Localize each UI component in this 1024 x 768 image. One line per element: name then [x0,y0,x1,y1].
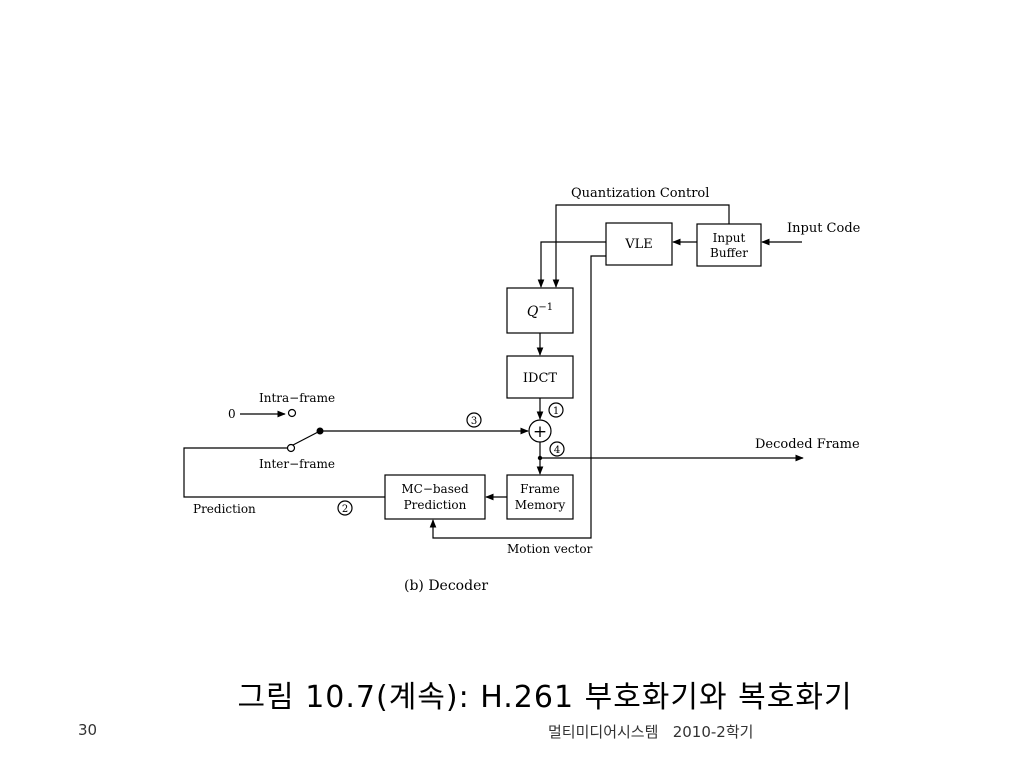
frame-memory-label-line1: Frame [520,482,560,496]
marker-2-circle [337,500,353,516]
marker-1-circle [548,402,564,418]
quantization-control-line [552,204,730,288]
input-buffer-label-line2: Buffer [710,246,748,260]
marker-3-circle [466,412,482,428]
mc-prediction-label-line2: Prediction [404,498,467,512]
vle-label: VLE [624,237,653,252]
frame-memory-label-line2: Memory [515,498,566,512]
q-inverse-label: Q−1 [527,302,553,320]
motion-vector-label: Motion vector [507,542,593,556]
page-number: 30 [78,721,98,739]
slide-title: 그림 10.7(계속): H.261 부호화기와 복호화기 [237,680,853,715]
marker-2: 2 [342,504,348,515]
intra-frame-contact [287,408,297,418]
marker-3: 3 [471,416,477,427]
prediction-label: Prediction [193,502,256,516]
zero-input-label: 0 [228,407,236,421]
decoded-frame-label: Decoded Frame [755,437,860,452]
switch-lever [292,430,321,446]
vle-to-q-inverse-arrow [537,241,606,288]
intra-frame-label: Intra−frame [259,391,335,405]
mc-prediction-label-line1: MC−based [401,482,469,496]
adder-plus: + [533,422,547,442]
input-buffer-box [696,223,762,267]
marker-4: 4 [554,445,560,456]
prediction-feedback-line [183,447,385,498]
idct-label: IDCT [523,371,558,386]
marker-4-circle [549,441,565,457]
quantization-control-label: Quantization Control [571,186,709,201]
q-inverse-box [506,287,574,334]
inter-frame-label: Inter−frame [259,457,335,471]
decoder-subcaption: (b) Decoder [404,578,488,594]
motion-vector-line [429,255,606,539]
input-buffer-label-line1: Input [713,231,746,245]
marker-1: 1 [553,406,559,417]
course-footer: 멀티미디어시스템 2010-2학기 [548,723,754,741]
inter-frame-contact [286,443,296,453]
vle-box [605,222,673,266]
input-code-label: Input Code [787,221,861,236]
mc-prediction-box [384,474,486,520]
